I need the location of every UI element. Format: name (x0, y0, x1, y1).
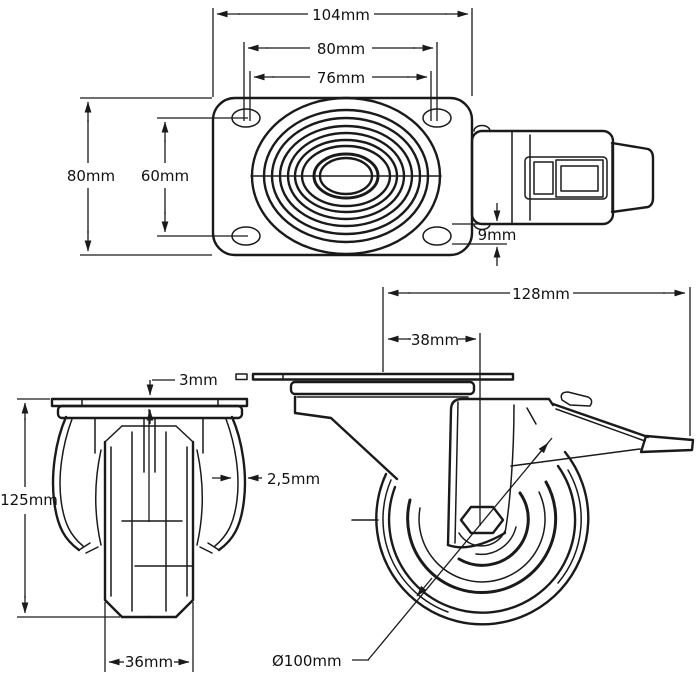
wheel-side (351, 450, 590, 626)
dim-wheel-diameter: Ø100mm (272, 437, 553, 670)
dim-label-76mm: 76mm (317, 69, 365, 87)
brake-pedal (639, 434, 695, 454)
brake-housing-top (470, 124, 655, 231)
top-view: 104mm 80mm 76mm (67, 6, 655, 266)
brake-lever (551, 402, 650, 439)
dim-label-100mm: Ø100mm (272, 652, 342, 670)
dim-label-80mm-top: 80mm (317, 40, 365, 58)
dim-wheel-width: 36mm (104, 602, 194, 672)
dim-bolt-spacing-min: 76mm (249, 69, 432, 121)
axle-nut (459, 505, 505, 535)
dim-plate-width: 80mm (67, 97, 212, 256)
bolt-slot (422, 226, 452, 246)
fork-rear-edge (293, 395, 399, 481)
dim-plate-length: 104mm (212, 6, 473, 97)
front-view: 3mm 125mm 2,5mm 36mm (0, 371, 320, 672)
fork-and-wheel-right-half (147, 415, 247, 619)
dim-bolt-spacing-width: 60mm (141, 117, 248, 237)
brake-pedal-recess (524, 156, 608, 200)
swivel-bearing-rings (250, 96, 442, 256)
dim-label-38mm: 38mm (411, 331, 459, 349)
dim-label-9mm: 9mm (478, 226, 517, 244)
dim-label-60mm: 60mm (141, 167, 189, 185)
dim-label-104mm: 104mm (312, 6, 370, 24)
dim-label-36mm: 36mm (125, 653, 173, 671)
dim-fork-thickness: 2,5mm (212, 470, 320, 488)
swivel-bracket (446, 391, 695, 549)
brake-pivot-tab (560, 391, 593, 407)
dim-swivel-offset: 38mm (387, 331, 477, 349)
dim-total-length: 128mm (382, 285, 691, 436)
dim-label-125mm: 125mm (0, 491, 58, 509)
dim-plate-thickness: 3mm (146, 371, 218, 424)
dim-label-80mm-left: 80mm (67, 167, 115, 185)
dim-label-3mm: 3mm (179, 371, 218, 389)
dim-label-128mm: 128mm (512, 285, 570, 303)
brake-pedal-nose (610, 141, 655, 214)
plate-side (235, 372, 515, 398)
dim-bolt-spacing-max: 80mm (243, 40, 438, 121)
dim-slot-width: 9mm (452, 203, 516, 266)
dim-total-height: 125mm (0, 398, 120, 618)
fork-and-wheel-left-half (51, 415, 151, 619)
dim-label-2-5mm: 2,5mm (267, 470, 320, 488)
side-view: 128mm 38mm Ø100mm (235, 285, 695, 670)
